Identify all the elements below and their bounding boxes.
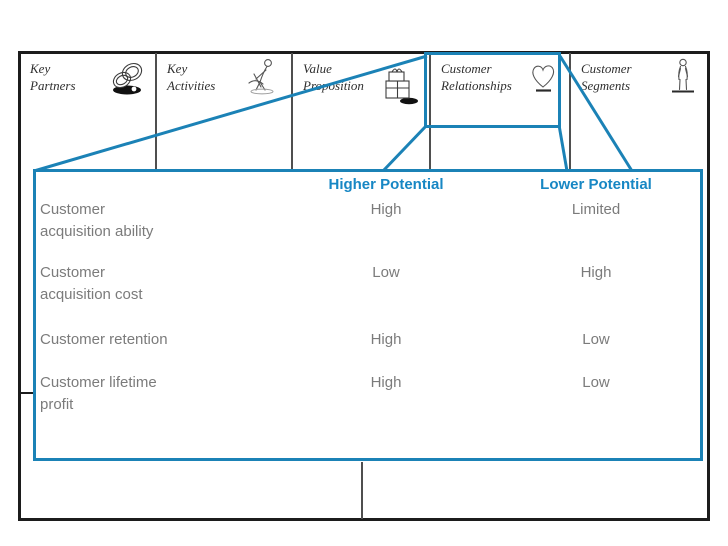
divider-activities-proposition — [291, 53, 293, 170]
worker-icon — [248, 59, 274, 95]
customer-relationships-label: Customer Relationships — [441, 61, 512, 93]
row-acquisition-cost-higher: Low — [372, 264, 400, 281]
cell-value-proposition: Value Proposition — [294, 54, 429, 136]
row-retention-higher: High — [370, 331, 402, 348]
divider-cost-revenue — [361, 462, 363, 519]
divider-proposition-relationships — [429, 53, 431, 170]
cell-key-activities: Key Activities — [158, 54, 291, 136]
row-acquisition-ability-higher: High — [370, 201, 402, 218]
row-boundary-stub — [20, 392, 33, 394]
key-partners-label: Key Partners — [30, 61, 76, 93]
key-activities-label: Key Activities — [167, 61, 216, 93]
gift-icon — [385, 68, 418, 105]
cell-customer-relationships: Customer Relationships — [432, 54, 569, 136]
divider-partners-activities — [155, 53, 157, 170]
lower-potential-header: Lower Potential — [540, 176, 652, 193]
interlocked-rings-icon — [112, 62, 143, 95]
zoom-highlight-box — [424, 52, 561, 128]
row-retention-label: Customer retention — [40, 331, 168, 348]
cell-key-partners: Key Partners — [21, 54, 155, 136]
value-proposition-label: Value Proposition — [303, 61, 364, 93]
divider-relationships-segments — [569, 53, 571, 170]
person-icon — [672, 58, 694, 93]
row-acquisition-cost-label: Customer acquisition cost — [40, 264, 143, 303]
row-retention-lower: Low — [582, 331, 610, 348]
cell-customer-segments: Customer Segments — [572, 54, 708, 136]
heart-icon — [532, 65, 555, 92]
row-lifetime-profit-higher: High — [370, 374, 402, 391]
row-lifetime-profit-label: Customer lifetime profit — [40, 374, 157, 413]
row-acquisition-ability-lower: Limited — [571, 201, 621, 218]
customer-relationships-detail-panel: Higher Potential Lower Potential Custome… — [33, 169, 703, 461]
row-acquisition-cost-lower: High — [580, 264, 612, 281]
customer-segments-label: Customer Segments — [581, 61, 632, 93]
row-lifetime-profit-lower: Low — [582, 374, 610, 391]
row-acquisition-ability-label: Customer acquisition ability — [40, 201, 154, 240]
higher-potential-header: Higher Potential — [328, 176, 444, 193]
